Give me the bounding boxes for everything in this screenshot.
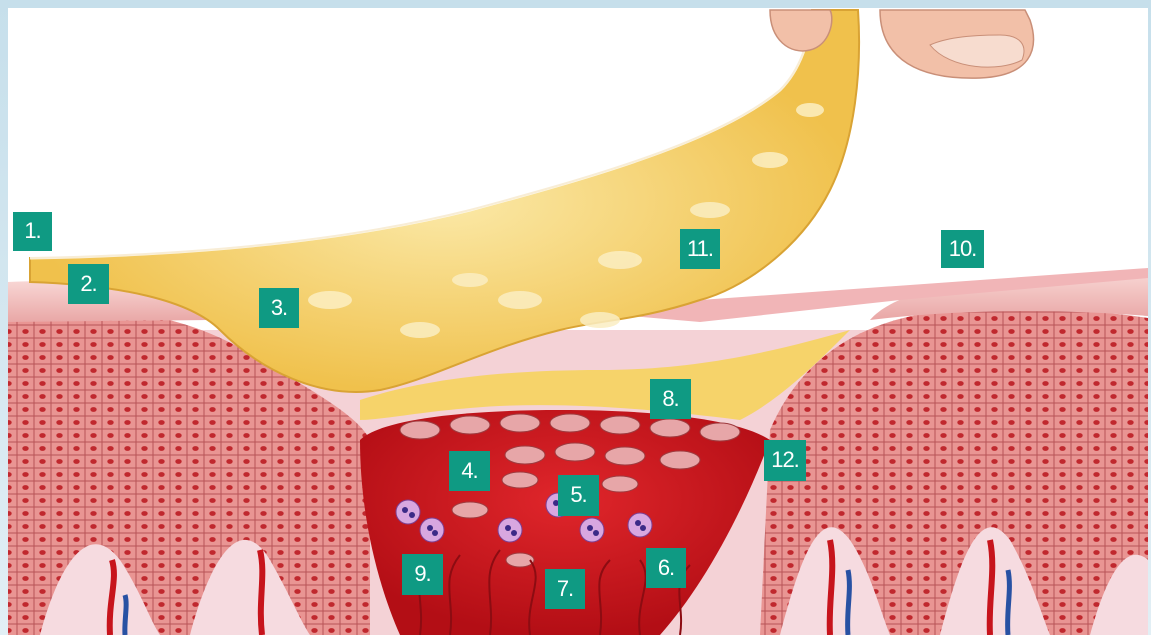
label-marker-1: 1. — [13, 212, 52, 251]
label-marker-2: 2. — [68, 264, 109, 304]
label-marker-10: 10. — [941, 230, 984, 268]
label-marker-5: 5. — [558, 475, 599, 516]
label-marker-11: 11. — [680, 229, 720, 269]
label-marker-9: 9. — [402, 554, 443, 595]
label-marker-6: 6. — [646, 548, 686, 588]
label-marker-12: 12. — [764, 440, 806, 481]
label-marker-8: 8. — [650, 379, 691, 419]
label-marker-3: 3. — [259, 288, 299, 328]
label-marker-7: 7. — [545, 569, 585, 609]
label-marker-4: 4. — [449, 451, 490, 491]
